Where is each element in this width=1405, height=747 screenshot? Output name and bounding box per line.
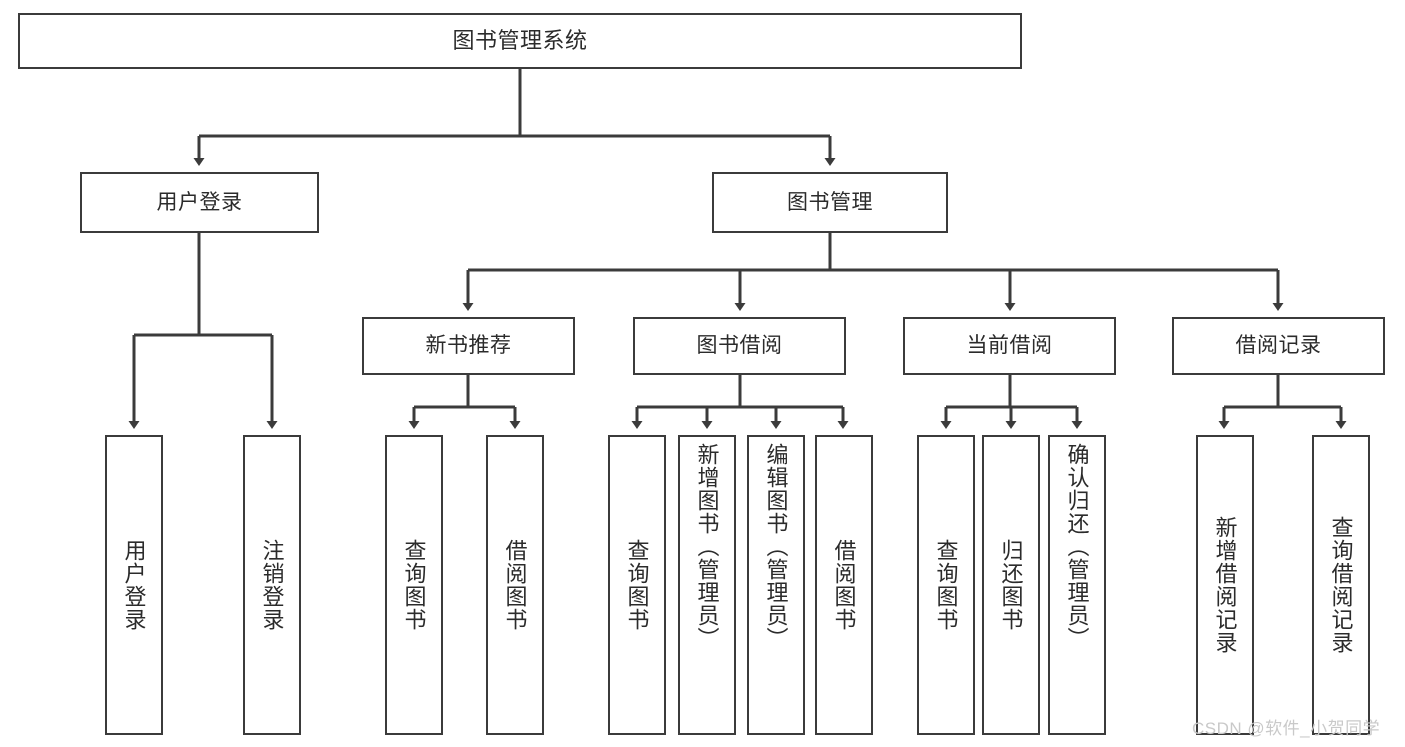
node-leaf-query-book-2[interactable]: 查询图书 — [608, 435, 666, 735]
node-current-borrow[interactable]: 当前借阅 — [903, 317, 1116, 375]
node-label: 当前借阅 — [966, 334, 1053, 358]
csdn-watermark: CSDN @软件_小贺同学 — [1192, 719, 1381, 738]
node-leaf-query-book-1[interactable]: 查询图书 — [385, 435, 443, 735]
node-label: 借阅图书 — [831, 539, 857, 631]
node-leaf-confirm-return[interactable]: 确认归还（管理员） — [1048, 435, 1106, 735]
node-book-borrow[interactable]: 图书借阅 — [633, 317, 846, 375]
node-leaf-query-record[interactable]: 查询借阅记录 — [1312, 435, 1370, 735]
node-label: 图书借阅 — [696, 334, 783, 358]
node-leaf-return-book[interactable]: 归还图书 — [982, 435, 1040, 735]
node-label: 用户登录 — [156, 190, 243, 214]
node-leaf-borrow-book-1[interactable]: 借阅图书 — [486, 435, 544, 735]
node-label: 查询图书 — [401, 539, 427, 631]
node-book-manage[interactable]: 图书管理 — [712, 172, 948, 233]
node-leaf-edit-book[interactable]: 编辑图书（管理员） — [747, 435, 805, 735]
node-label: 图书管理系统 — [452, 27, 588, 53]
node-leaf-borrow-book-2[interactable]: 借阅图书 — [815, 435, 873, 735]
node-label: 借阅图书 — [502, 539, 528, 631]
node-label: 查询借阅记录 — [1328, 516, 1354, 654]
node-new-book-recommend[interactable]: 新书推荐 — [362, 317, 575, 375]
node-label: 用户登录 — [121, 539, 147, 631]
node-label: 归还图书 — [998, 539, 1024, 631]
node-leaf-user-login[interactable]: 用户登录 — [105, 435, 163, 735]
node-label: 注销登录 — [259, 539, 285, 631]
node-leaf-logout[interactable]: 注销登录 — [243, 435, 301, 735]
node-label: 编辑图书（管理员） — [763, 443, 789, 650]
node-label: 图书管理 — [787, 190, 873, 214]
node-label: 新增图书（管理员） — [694, 443, 720, 650]
node-label: 借阅记录 — [1235, 334, 1322, 358]
node-label: 新增借阅记录 — [1212, 516, 1238, 654]
node-root-system[interactable]: 图书管理系统 — [18, 13, 1022, 69]
node-leaf-query-book-3[interactable]: 查询图书 — [917, 435, 975, 735]
node-label: 新书推荐 — [425, 334, 512, 358]
node-label: 查询图书 — [933, 539, 959, 631]
node-user-login[interactable]: 用户登录 — [80, 172, 319, 233]
node-leaf-add-record[interactable]: 新增借阅记录 — [1196, 435, 1254, 735]
node-label: 查询图书 — [624, 539, 650, 631]
node-borrow-record[interactable]: 借阅记录 — [1172, 317, 1385, 375]
node-label: 确认归还（管理员） — [1064, 443, 1090, 650]
node-leaf-add-book[interactable]: 新增图书（管理员） — [678, 435, 736, 735]
